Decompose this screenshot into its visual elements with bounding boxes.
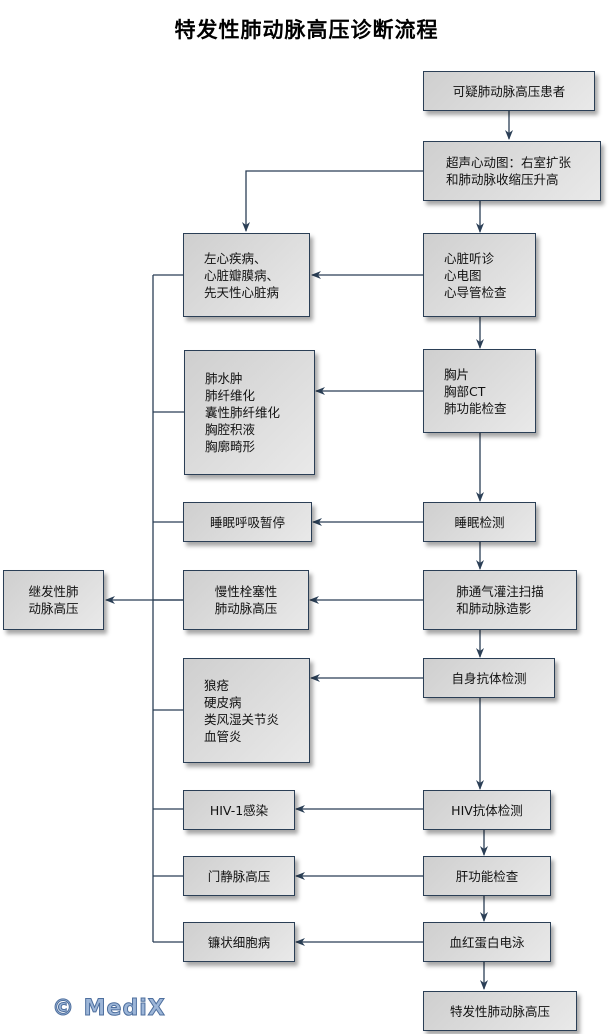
cause-osa: 睡眠呼吸暂停 [183,502,312,542]
node-text: 狼疮 [204,677,230,693]
medix-watermark: © MediX [52,996,166,1022]
node-text: HIV-1感染 [209,802,269,818]
node-text: 心电图 [444,267,482,283]
node-text: 胸片 [444,366,470,382]
node-text: 心脏瓣膜病、 [204,267,280,283]
node-vq: 肺通气灌注扫描和肺动脉造影 [423,570,577,630]
node-text: 肺通气灌注扫描 [456,584,544,599]
node-text: 血红蛋白电泳 [449,934,525,950]
node-text: 睡眠呼吸暂停 [209,514,285,530]
node-text: 先天性心脏病 [204,284,280,300]
node-hb: 血红蛋白电泳 [423,922,551,962]
node-text: 和肺动脉收缩压升高 [446,172,559,187]
node-text: 肺功能检查 [444,400,507,416]
node-ipah: 特发性肺动脉高压 [423,991,577,1031]
node-sleep: 睡眠检测 [423,502,536,542]
node-text: 肺动脉高压 [214,601,278,616]
node-text: HIV抗体检测 [451,802,523,818]
page-title: 特发性肺动脉高压诊断流程 [174,18,439,42]
node-text: 胸腔积液 [205,422,256,437]
node-text: 睡眠检测 [454,514,505,530]
node-text: 慢性栓塞性 [214,584,278,599]
node-text: 动脉高压 [28,601,79,616]
node-text: 左心疾病、 [204,250,267,266]
node-text: 血管炎 [204,728,242,744]
cause-ctd: 狼疮硬皮病类风湿关节炎血管炎 [183,658,310,763]
cause-left-heart: 左心疾病、心脏瓣膜病、先天性心脏病 [183,233,310,317]
node-text: 镰状细胞病 [207,934,271,950]
node-liver: 肝功能检查 [423,856,551,896]
cause-lung: 肺水肿肺纤维化囊性肺纤维化胸腔积液胸廓畸形 [184,350,315,475]
node-text: 心脏听诊 [444,250,495,266]
node-cardiac: 心脏听诊心电图心导管检查 [423,233,536,317]
arrow-echo-left-heart [242,170,423,232]
node-text: 可疑肺动脉高压患者 [452,83,566,99]
node-text: 囊性肺纤维化 [205,405,281,420]
node-text: 类风湿关节炎 [204,711,280,727]
node-autoab: 自身抗体检测 [423,658,555,698]
node-hiv: HIV抗体检测 [423,790,551,830]
node-secondary-ph: 继发性肺动脉高压 [3,570,104,630]
cause-portal: 门静脉高压 [183,856,295,896]
node-text: 继发性肺 [28,584,79,599]
node-text: 超声心动图：右室扩张 [446,155,572,170]
node-text: 肺纤维化 [205,388,256,403]
node-text: 肺水肿 [205,371,243,386]
node-text: 胸廓畸形 [205,439,256,454]
node-text: 自身抗体检测 [451,670,527,686]
node-text: 硬皮病 [204,694,242,710]
node-echo: 超声心动图：右室扩张和肺动脉收缩压升高 [423,141,601,201]
cause-sickle: 镰状细胞病 [183,922,295,962]
node-text: 门静脉高压 [207,868,271,884]
node-suspected: 可疑肺动脉高压患者 [423,71,595,111]
cause-cteph: 慢性栓塞性肺动脉高压 [183,570,309,630]
node-text: 肝功能检查 [455,868,519,884]
node-text: 特发性肺动脉高压 [449,1003,550,1019]
node-text: 胸部CT [444,383,486,399]
cause-hiv1: HIV-1感染 [183,790,295,830]
node-text: 和肺动脉造影 [456,601,532,616]
node-text: 心导管检查 [444,284,507,300]
